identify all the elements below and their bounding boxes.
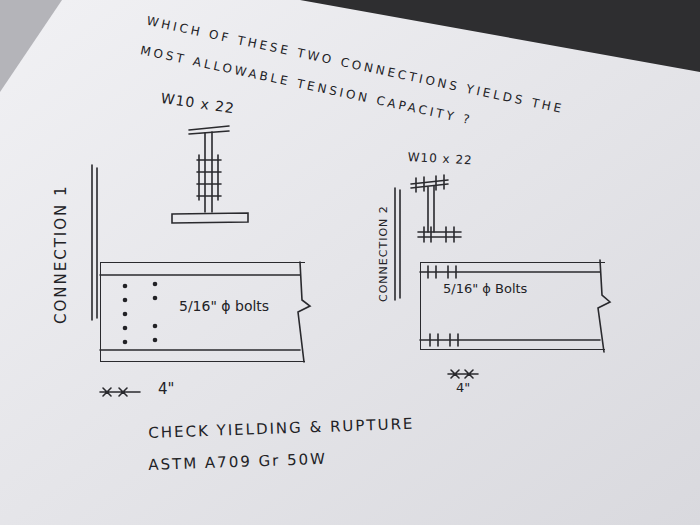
dimension-line <box>100 388 140 396</box>
connection-title: CONNECTION 2 <box>377 205 390 302</box>
break-line <box>598 260 610 352</box>
bracket-line <box>395 188 400 300</box>
bolt-mark <box>428 266 456 278</box>
break-line <box>298 262 310 362</box>
flange-line <box>420 272 600 340</box>
flange-line <box>100 275 300 350</box>
dimension-label: 4" <box>456 380 470 395</box>
dimension-line <box>448 370 478 378</box>
bolt-note: 5/16" ϕ Bolts <box>443 281 527 296</box>
i-beam-section <box>411 175 461 242</box>
bolt-mark <box>430 334 458 346</box>
bolt-dots <box>123 282 158 345</box>
bracket-line <box>92 165 97 320</box>
steel-plate: 5/16" ϕ Bolts <box>420 262 605 350</box>
dimension-label: 4" <box>158 380 174 398</box>
grey-background <box>0 0 62 92</box>
bolt-note: 5/16" ϕ bolts <box>179 298 269 314</box>
steel-plate: 5/16" ϕ bolts <box>100 262 305 362</box>
i-beam-section <box>172 126 248 223</box>
connection-title: CONNECTION 1 <box>52 184 70 324</box>
